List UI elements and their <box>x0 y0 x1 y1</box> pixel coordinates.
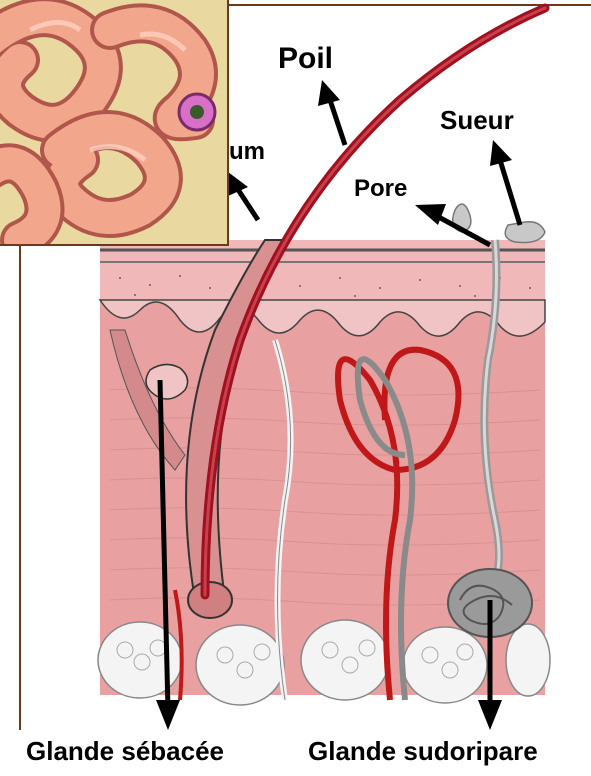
arrow-glande-sudoripare-head <box>478 700 502 730</box>
arrow-sebum <box>237 188 258 220</box>
inset-tube-lumen <box>190 105 204 119</box>
sweat-droplet-2 <box>505 222 545 243</box>
arrow-pore-head <box>415 204 446 225</box>
inset-illustration <box>0 0 229 246</box>
label-glande-sudoripare: Glande sudoripare <box>308 736 538 767</box>
sebaceous-gland <box>146 364 188 399</box>
arrow-poil <box>330 100 345 145</box>
label-sebum-fragment: um <box>229 138 265 166</box>
label-glande-sebacee: Glande sébacée <box>26 736 224 767</box>
sweat-gland-coil-closeup-icon <box>0 0 229 246</box>
arrow-glande-sebacee-head <box>156 700 180 730</box>
hair-bulb <box>188 582 232 618</box>
inset-coiled-tube <box>0 17 198 240</box>
label-poil: Poil <box>278 42 333 76</box>
label-pore: Pore <box>354 175 407 203</box>
label-sueur: Sueur <box>440 105 514 136</box>
arrow-poil-head <box>318 80 340 106</box>
arrow-sueur <box>500 160 520 225</box>
arrow-sueur-head <box>490 140 512 166</box>
